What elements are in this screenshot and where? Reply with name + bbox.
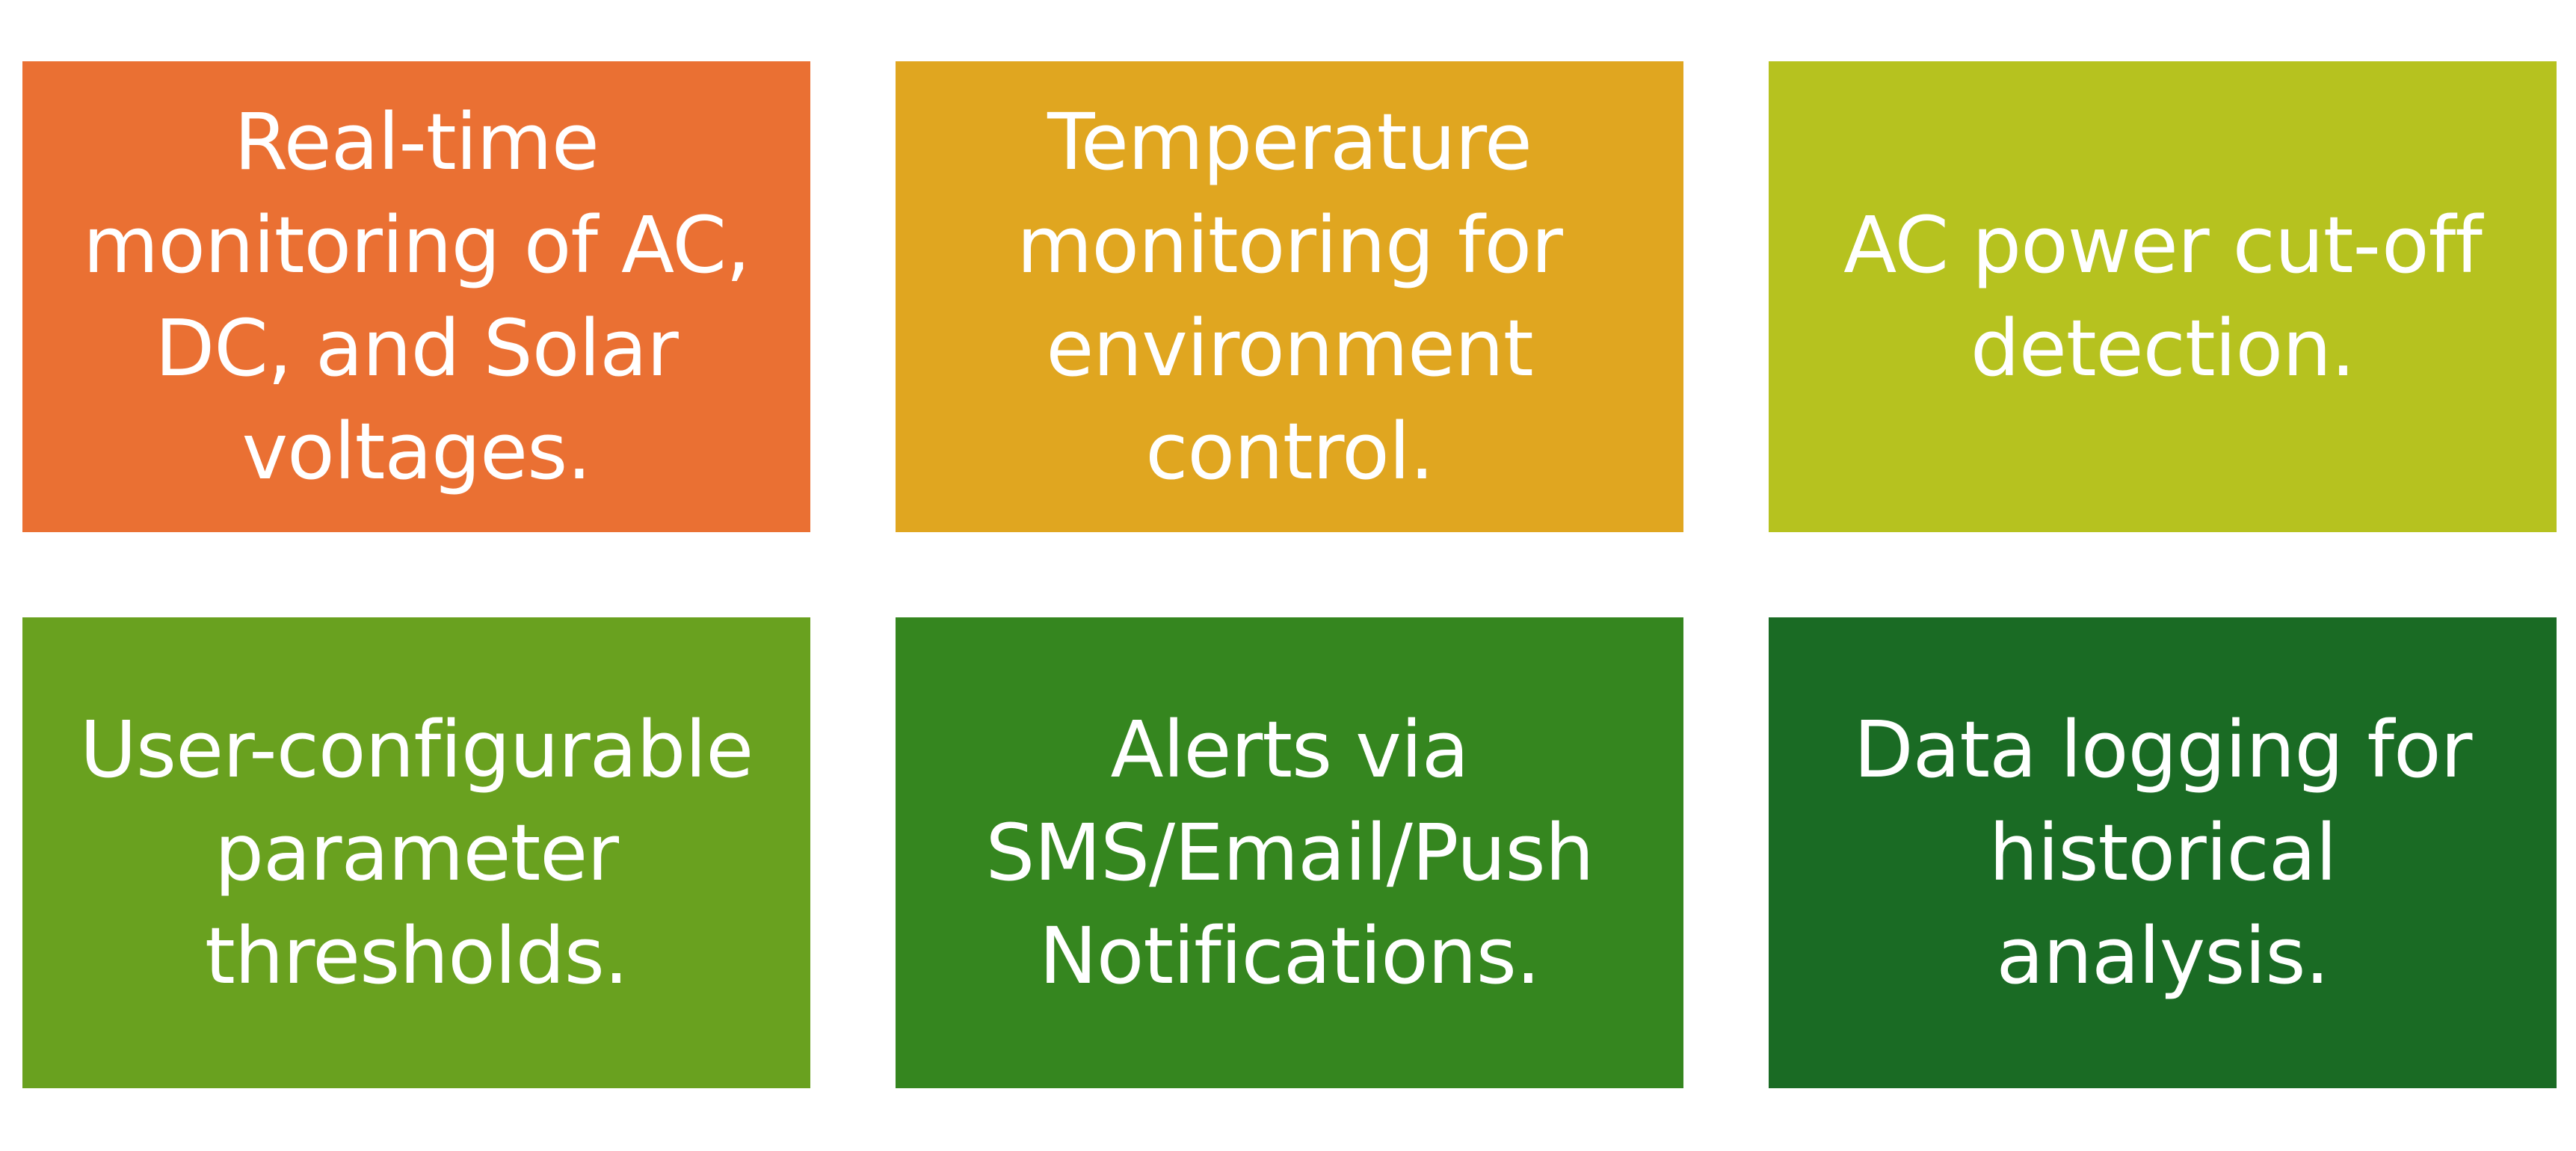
feature-card-temperature-monitoring: Temperature monitoring for environment c… [896,61,1683,532]
feature-card-configurable-thresholds: User-configurable parameter thresholds. [22,617,810,1088]
feature-card-realtime-monitoring: Real-time monitoring of AC, DC, and Sola… [22,61,810,532]
feature-card-data-logging: Data logging for historical analysis. [1769,617,2557,1088]
feature-card-ac-cutoff-detection: AC power cut-off detection. [1769,61,2557,532]
feature-grid: Real-time monitoring of AC, DC, and Sola… [22,61,2557,1088]
feature-card-alerts: Alerts via SMS/Email/Push Notifications. [896,617,1683,1088]
